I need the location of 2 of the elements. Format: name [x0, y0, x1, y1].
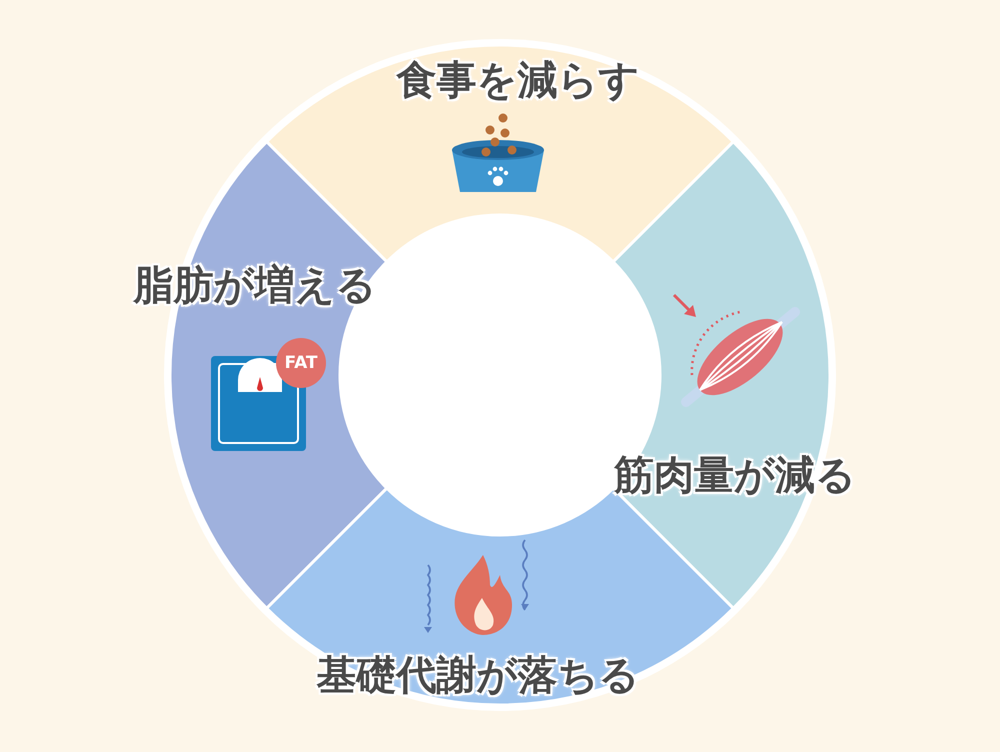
segment-label: 筋肉量が減る [614, 452, 856, 500]
segment-label: 食事を減らす [396, 56, 640, 106]
